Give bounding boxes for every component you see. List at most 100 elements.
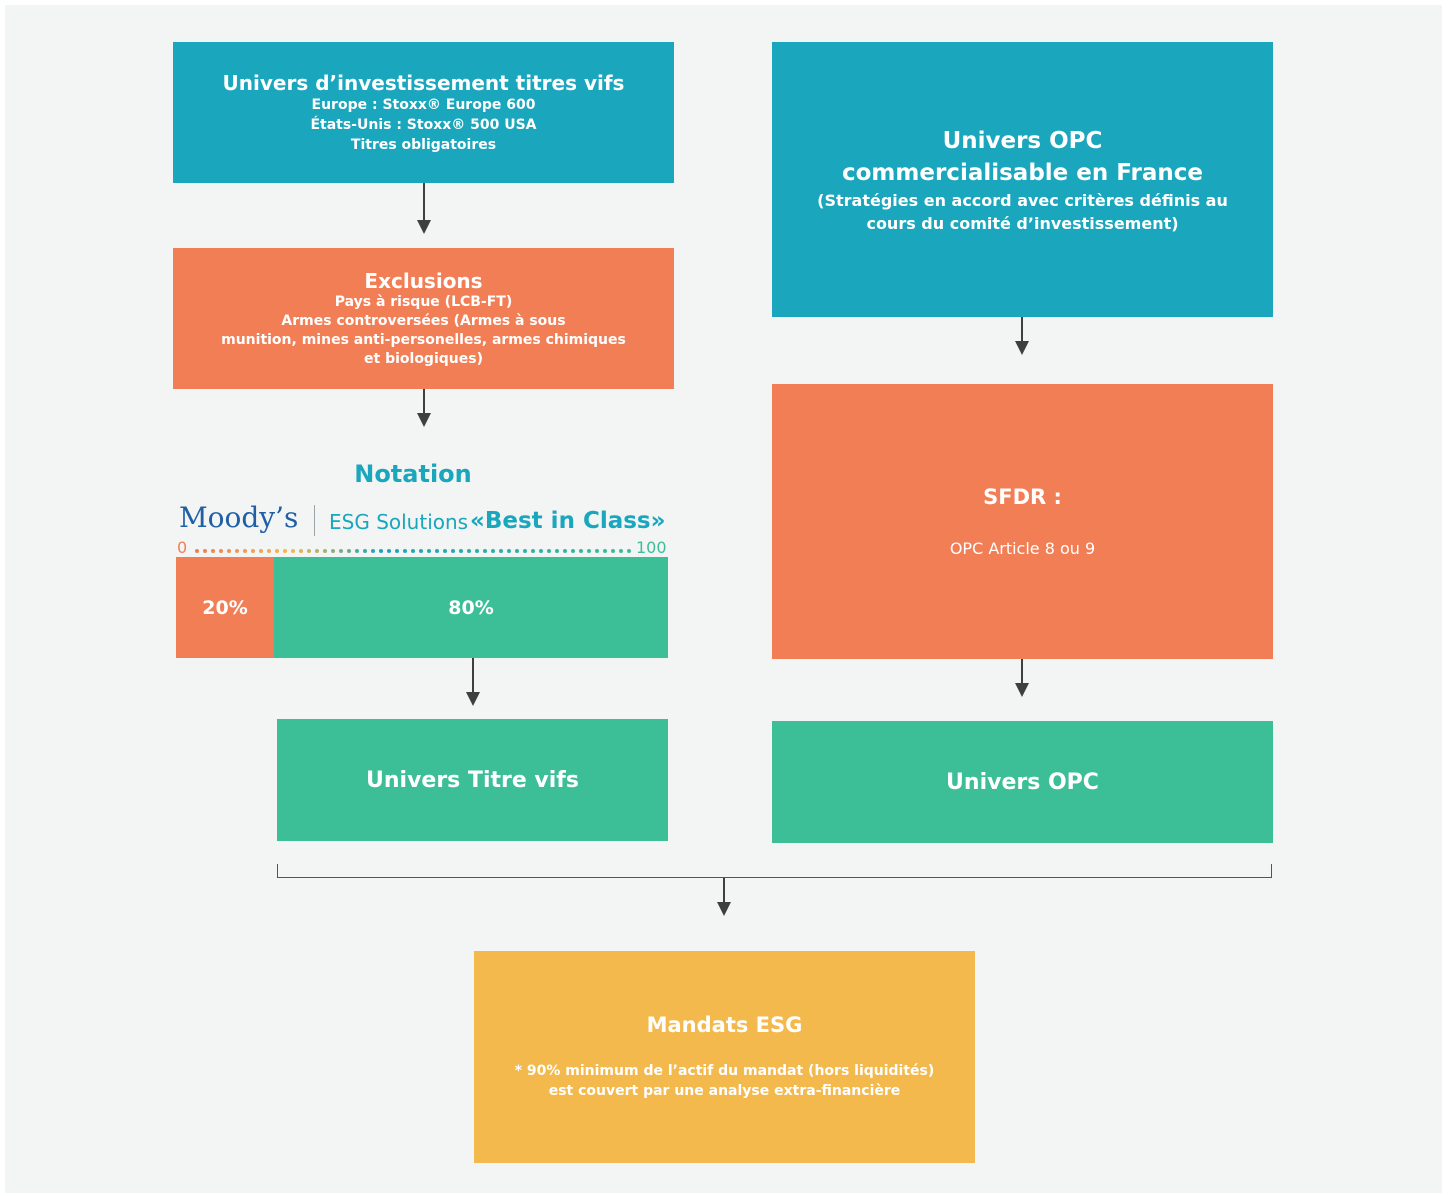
excluded-share-bar: 20% [176,557,274,658]
scale-dot [547,549,551,553]
scale-dot [275,549,279,553]
universe-opc-box: Univers OPC commercialisable en France (… [772,42,1273,317]
sfdr-text: OPC Article 8 ou 9 [949,539,1096,558]
scale-dot [259,549,263,553]
scale-max-label: 100 [636,538,667,557]
scale-dot [467,549,471,553]
scale-dot [459,549,463,553]
scale-dot [267,549,271,553]
scale-dot [371,549,375,553]
scale-dot [307,549,311,553]
logo-divider [314,505,315,536]
scale-dot [315,549,319,553]
scale-dot [531,549,535,553]
scale-dot [355,549,359,553]
universe-titres-vifs-title: Univers d’investissement titres vifs [222,70,625,95]
scale-dot [243,549,247,553]
scale-dot [195,549,199,553]
moodys-logo: Moody’s [179,501,299,534]
scale-dot [235,549,239,553]
universe-titres-vifs-box: Univers d’investissement titres vifs Eur… [173,42,674,183]
sfdr-title: SFDR : [983,485,1062,509]
scale-min-label: 0 [177,538,188,557]
scale-dot [579,549,583,553]
mandats-esg-box: Mandats ESG * 90% minimum de l’actif du … [474,951,975,1163]
universe-line-bonds: Titres obligatoires [350,136,497,153]
scale-dot [427,549,431,553]
scale-dot [443,549,447,553]
scale-dot [627,549,631,553]
scale-dot [379,549,383,553]
universe-opc-sub-2: cours du comité d’investissement) [866,213,1179,233]
scale-dot [363,549,367,553]
scale-dot [331,549,335,553]
exclusions-line-2: Armes controversées (Armes à sous [281,312,566,329]
scale-dot [387,549,391,553]
scale-dot [403,549,407,553]
scale-dot [563,549,567,553]
scale-dot [571,549,575,553]
universe-opc-title-1: Univers OPC [942,127,1103,154]
scale-dot [299,549,303,553]
retained-share-bar: 80% [274,557,668,658]
exclusions-line-3: munition, mines anti-personelles, armes … [221,331,626,348]
mandats-esg-title: Mandats ESG [646,1013,803,1037]
scale-dot [483,549,487,553]
scale-dot [347,549,351,553]
exclusions-line-4: et biologiques) [364,350,483,367]
arrow-universe-to-exclusions [417,183,431,234]
notation-title: Notation [354,460,472,488]
scale-dot [283,549,287,553]
sfdr-box: SFDR : OPC Article 8 ou 9 [772,384,1273,659]
scale-dot [491,549,495,553]
scale-dot [251,549,255,553]
scale-dot [323,549,327,553]
result-titre-vifs-box: Univers Titre vifs [277,719,668,841]
merge-bracket [277,864,1272,878]
arrow-exclusions-to-notation [417,389,431,427]
scale-dot [555,549,559,553]
arrow-bracket-to-mandats [717,878,731,916]
scale-dot [603,549,607,553]
result-opc-label: Univers OPC [946,769,1099,795]
scale-dot [211,549,215,553]
exclusions-box: Exclusions Pays à risque (LCB-FT) Armes … [173,248,674,389]
scale-dot [539,549,543,553]
scale-dot [395,549,399,553]
universe-line-usa: États-Unis : Stoxx® 500 USA [310,116,537,133]
result-titre-vifs-label: Univers Titre vifs [366,767,579,793]
scale-dot [587,549,591,553]
result-opc-box: Univers OPC [772,721,1273,843]
arrow-opc-to-sfdr [1015,317,1029,355]
arrow-notation-to-result [466,658,480,706]
retained-share-label: 80% [448,596,494,619]
exclusions-title: Exclusions [364,268,483,293]
mandats-esg-note-1: * 90% minimum de l’actif du mandat (hors… [514,1063,935,1079]
scale-dot [339,549,343,553]
scale-dot [219,549,223,553]
scale-dot [523,549,527,553]
scale-dot [411,549,415,553]
scale-dot [475,549,479,553]
scale-dot [611,549,615,553]
scale-dot [291,549,295,553]
mandats-esg-note-2: est couvert par une analyse extra-financ… [548,1083,901,1099]
esg-solutions-label: ESG Solutions [329,510,469,534]
scale-dot [419,549,423,553]
scale-dot [499,549,503,553]
scale-dot [451,549,455,553]
excluded-share-label: 20% [202,596,248,619]
scale-dot [595,549,599,553]
scale-dot [435,549,439,553]
arrow-sfdr-to-result [1015,659,1029,697]
universe-opc-title-2: commercialisable en France [842,159,1203,186]
universe-opc-sub-1: (Stratégies en accord avec critères défi… [817,190,1228,210]
scale-dot [227,549,231,553]
exclusions-line-1: Pays à risque (LCB-FT) [334,293,513,310]
scale-dot [515,549,519,553]
scale-dot [507,549,511,553]
best-in-class-label: «Best in Class» [470,508,666,534]
universe-line-europe: Europe : Stoxx® Europe 600 [311,96,536,113]
scale-dot [619,549,623,553]
scale-dot [203,549,207,553]
